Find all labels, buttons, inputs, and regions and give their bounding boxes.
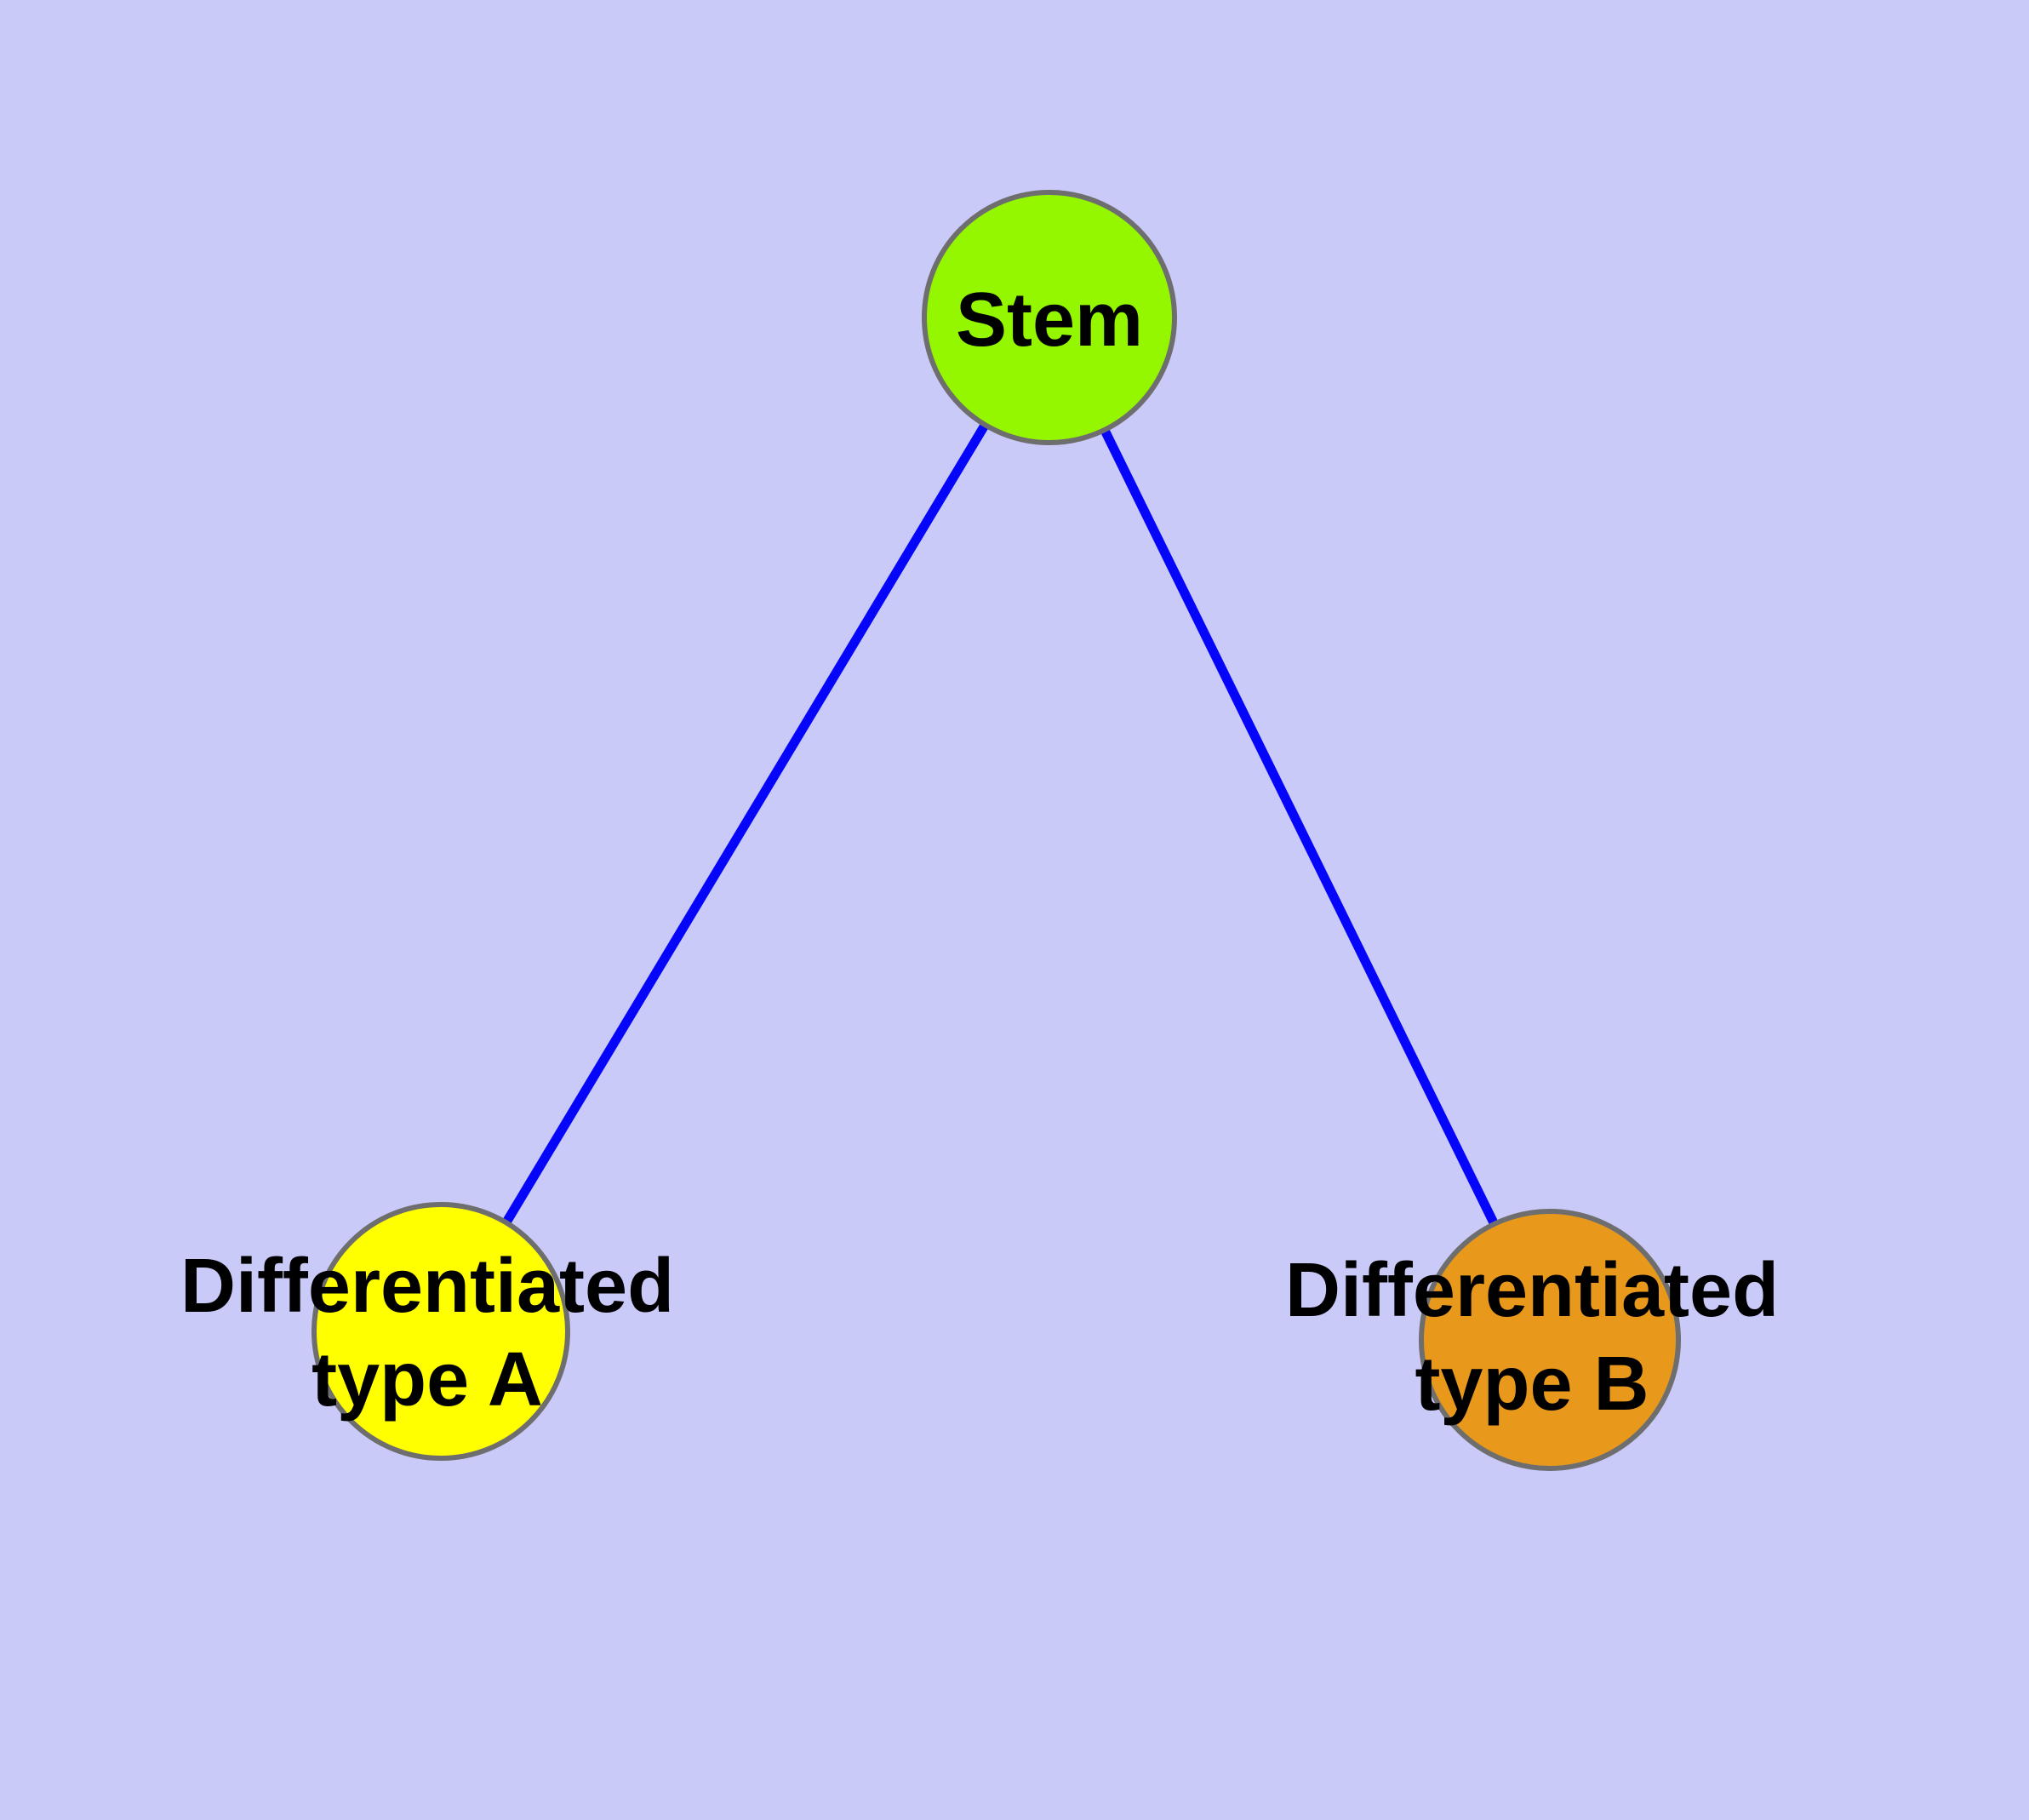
node-type-b-label-line2: type B — [1415, 1342, 1649, 1427]
node-differentiated-type-a — [311, 1202, 570, 1461]
node-stem-label: Stem — [956, 273, 1143, 367]
node-stem — [922, 190, 1177, 445]
node-type-b-label-line1: Differentiated — [1284, 1248, 1780, 1333]
node-type-a-label: Differentiated type A — [180, 1239, 674, 1427]
node-type-a-label-line1: Differentiated — [180, 1244, 675, 1329]
edge-stem-to-type-b — [1045, 315, 1555, 1342]
edge-stem-to-type-a — [437, 315, 1054, 1334]
node-stem-label-text: Stem — [955, 278, 1144, 363]
node-differentiated-type-b — [1419, 1209, 1681, 1471]
node-type-a-label-line2: type A — [311, 1337, 543, 1422]
node-type-b-label: Differentiated type B — [1285, 1244, 1779, 1431]
